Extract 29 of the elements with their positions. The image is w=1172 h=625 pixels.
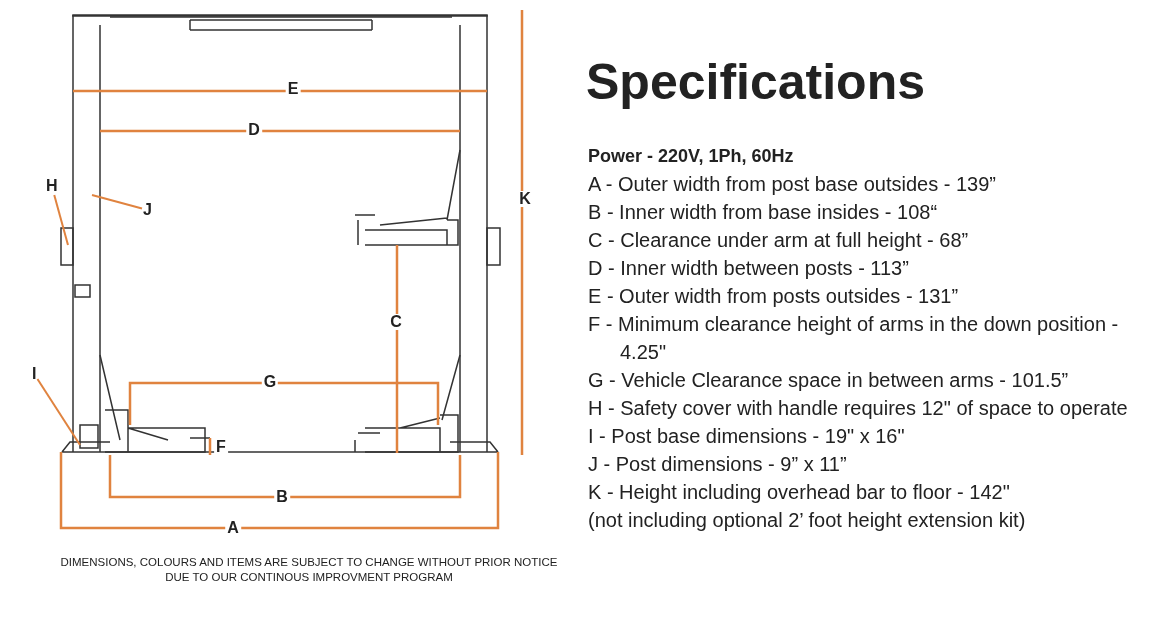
dimension-label: F bbox=[214, 439, 228, 455]
spec-line: F - Minimum clearance height of arms in the down position - 4.25" bbox=[588, 312, 1120, 365]
spec-line: I - Post base dimensions - 19" x 16" bbox=[588, 424, 906, 449]
dimension-label: E bbox=[285, 81, 301, 97]
heading: Specifications bbox=[586, 53, 925, 112]
dimension-label: A bbox=[225, 520, 241, 536]
dimension-label: C bbox=[388, 314, 404, 330]
dimension-label: D bbox=[246, 122, 262, 138]
spec-line: C - Clearance under arm at full height - 68” bbox=[588, 228, 970, 253]
power-rating: Power - 220V, 1Ph, 60Hz bbox=[588, 145, 795, 168]
spec-line: K - Height including overhead bar to floor - 142" bbox=[588, 480, 1011, 505]
spec-line: H - Safety cover with handle requires 12" of space to operate bbox=[588, 396, 1129, 421]
spec-line: J - Post dimensions - 9” x 11” bbox=[588, 452, 848, 477]
spec-line: A - Outer width from post base outsides - 139” bbox=[588, 172, 997, 197]
leader-line bbox=[53, 194, 69, 246]
spec-line: (not including optional 2’ foot height extension kit) bbox=[588, 508, 1027, 533]
spec-line: E - Outer width from posts outsides - 131” bbox=[588, 284, 960, 309]
spec-line: D - Inner width between posts - 113” bbox=[588, 256, 910, 281]
leader-line bbox=[36, 378, 81, 446]
dimension-label: B bbox=[274, 489, 290, 505]
callout-letter: J bbox=[143, 202, 152, 218]
dimension-label: G bbox=[261, 374, 279, 390]
dimension-label: K bbox=[517, 191, 533, 207]
leader-line bbox=[91, 194, 143, 210]
disclaimer-note: DIMENSIONS, COLOURS AND ITEMS ARE SUBJECT TO CHANGE WITHOUT PRIOR NOTICE DUE TO OUR CONTINOUS IMPROVMENT PROGRAM bbox=[59, 555, 559, 585]
spec-line: G - Vehicle Clearance space in between arms - 101.5” bbox=[588, 368, 1070, 393]
spec-line: B - Inner width from base insides - 108“ bbox=[588, 200, 939, 225]
callout-letter: H bbox=[46, 178, 58, 194]
callout-letter: I bbox=[32, 366, 37, 382]
